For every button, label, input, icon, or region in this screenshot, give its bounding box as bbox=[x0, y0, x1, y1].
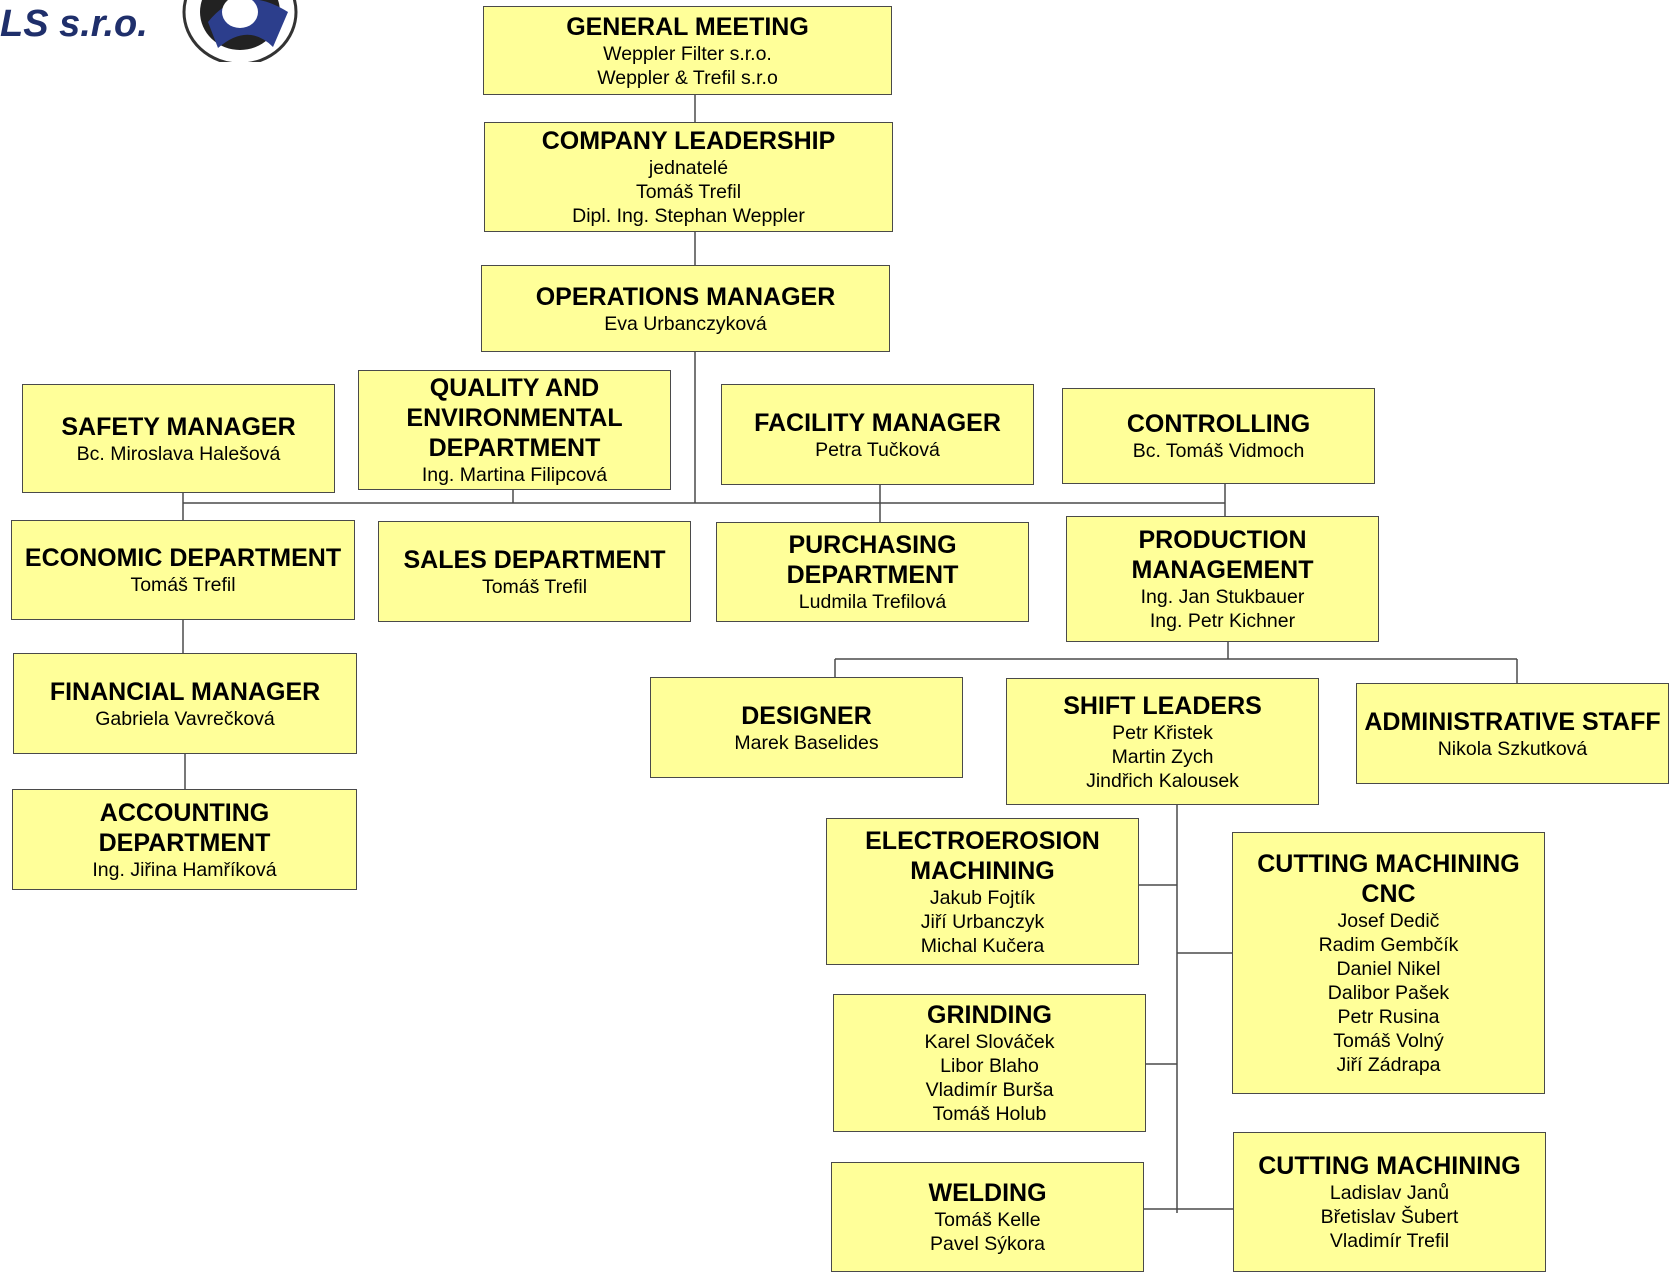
node-person: jednatelé bbox=[648, 157, 729, 179]
node-title: SAFETY MANAGER bbox=[61, 412, 296, 441]
company-logo: LS s.r.o. bbox=[0, 0, 320, 62]
node-person: Tomáš Trefil bbox=[481, 575, 588, 598]
node-person: Tomáš Trefil bbox=[130, 574, 236, 596]
node-title: WELDING bbox=[928, 1179, 1047, 1207]
node-person: Ing. Jan Stukbauer bbox=[1140, 586, 1305, 608]
node-person: Eva Urbanczyková bbox=[604, 312, 767, 335]
node-title: FACILITY MANAGER bbox=[754, 408, 1001, 437]
node-person: Petr Rusina bbox=[1337, 1006, 1440, 1028]
node-title: SHIFT LEADERS bbox=[1063, 691, 1262, 720]
node-person: Pavel Sýkora bbox=[930, 1233, 1045, 1255]
node-title: GRINDING bbox=[927, 1001, 1052, 1029]
node-person: Jakub Fojtík bbox=[929, 886, 1036, 909]
node-person: Ing. Jiřina Hamříková bbox=[92, 858, 277, 881]
node-person: Nikola Szkutková bbox=[1437, 737, 1588, 760]
node-title: ACCOUNTING DEPARTMENT bbox=[98, 798, 271, 857]
node-person: Karel Slováček bbox=[924, 1031, 1055, 1053]
node-title: FINANCIAL MANAGER bbox=[49, 677, 321, 706]
logo-text: LS s.r.o. bbox=[0, 3, 148, 45]
node-person: Tomáš Volný bbox=[1333, 1030, 1444, 1052]
node-person: Weppler & Trefil s.r.o bbox=[597, 66, 778, 89]
node-title: ADMINISTRATIVE STAFF bbox=[1364, 707, 1661, 736]
node-person: Ludmila Trefilová bbox=[798, 591, 947, 613]
node-person: Ing. Petr Kichner bbox=[1149, 610, 1296, 632]
node-person: Ladislav Janů bbox=[1329, 1182, 1450, 1204]
node-person: Dalibor Pašek bbox=[1327, 982, 1450, 1004]
node-person: Tomáš Kelle bbox=[934, 1209, 1041, 1231]
node-person: Břetislav Šubert bbox=[1320, 1206, 1459, 1228]
node-person: Martin Zych bbox=[1111, 745, 1214, 768]
node-person: Tomáš Holub bbox=[932, 1103, 1047, 1125]
node-title: SALES DEPARTMENT bbox=[403, 545, 666, 574]
node-title: DESIGNER bbox=[741, 701, 872, 730]
node-person: Bc. Miroslava Halešová bbox=[76, 442, 281, 465]
node-person: Daniel Nikel bbox=[1336, 958, 1441, 980]
node-title: GENERAL MEETING bbox=[566, 12, 809, 41]
node-title: PRODUCTION MANAGEMENT bbox=[1131, 526, 1314, 584]
node-title: CUTTING MACHINING bbox=[1258, 1152, 1521, 1180]
node-person: Vladimír Trefil bbox=[1329, 1230, 1450, 1252]
node-person: Marek Baselides bbox=[734, 731, 879, 754]
node-person: Petr Křistek bbox=[1112, 721, 1213, 744]
node-person: Josef Dedič bbox=[1337, 910, 1440, 932]
logo-emblem-icon bbox=[182, 0, 298, 62]
node-person: Weppler Filter s.r.o. bbox=[603, 42, 772, 65]
node-person: Jiří Zádrapa bbox=[1336, 1054, 1441, 1076]
node-title: PURCHASING DEPARTMENT bbox=[786, 531, 959, 589]
node-title: ECONOMIC DEPARTMENT bbox=[24, 544, 342, 572]
node-title: OPERATIONS MANAGER bbox=[535, 282, 836, 311]
node-person: Bc. Tomáš Vidmoch bbox=[1132, 440, 1305, 462]
node-title: ELECTROEROSION MACHINING bbox=[865, 826, 1100, 885]
node-title: CUTTING MACHINING CNC bbox=[1257, 850, 1520, 908]
node-person: Jindřich Kalousek bbox=[1086, 769, 1239, 792]
node-title: COMPANY LEADERSHIP bbox=[541, 127, 836, 155]
node-person: Gabriela Vavrečková bbox=[95, 707, 275, 730]
node-title: CONTROLLING bbox=[1126, 410, 1311, 438]
node-person: Dipl. Ing. Stephan Weppler bbox=[572, 205, 805, 227]
node-person: Tomáš Trefil bbox=[635, 181, 742, 203]
node-person: Jiří Urbanczyk bbox=[920, 910, 1045, 933]
node-title: QUALITY AND ENVIRONMENTAL DEPARTMENT bbox=[406, 374, 623, 462]
node-person: Libor Blaho bbox=[940, 1055, 1039, 1077]
node-person: Petra Tučková bbox=[815, 438, 940, 461]
node-person: Ing. Martina Filipcová bbox=[421, 464, 608, 486]
node-person: Vladimír Burša bbox=[925, 1079, 1054, 1101]
node-person: Radim Gembčík bbox=[1318, 934, 1459, 956]
node-person: Michal Kučera bbox=[920, 934, 1045, 957]
